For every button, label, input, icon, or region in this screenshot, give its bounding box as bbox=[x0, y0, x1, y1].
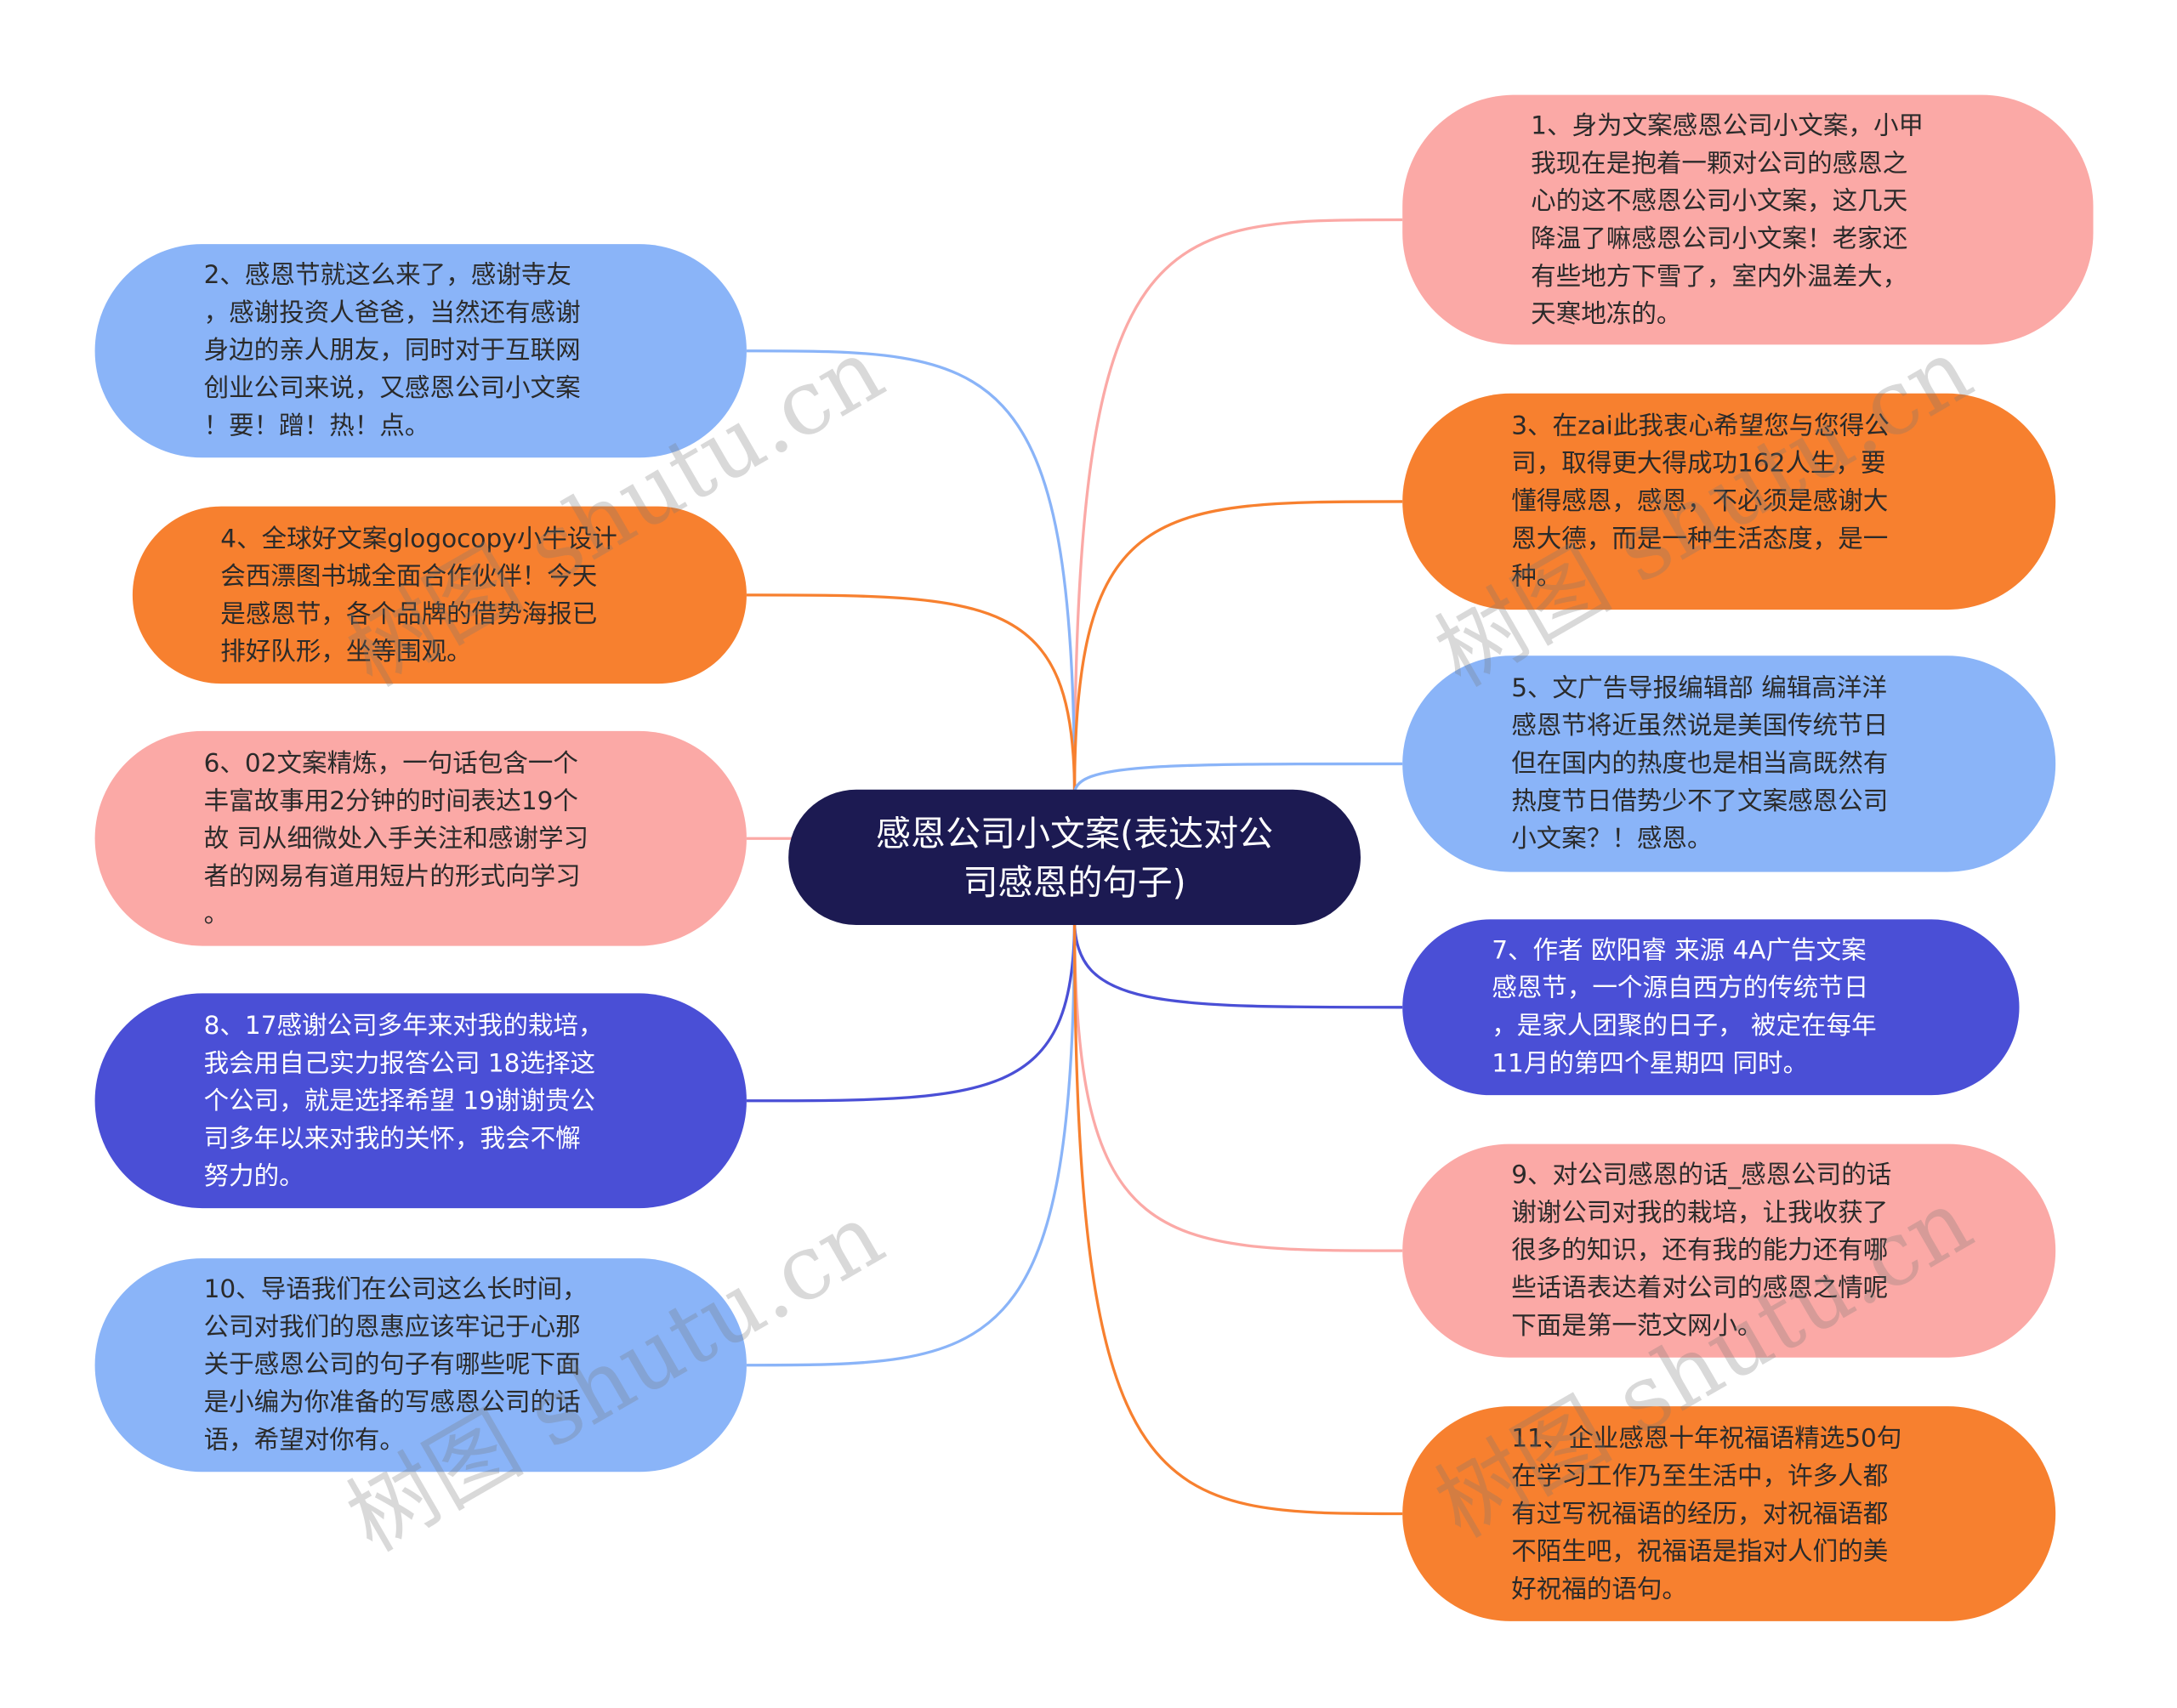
topic-node-8[interactable]: 8、17感谢公司多年来对我的栽培， 我会用自己实力报答公司 18选择这 个公司，… bbox=[94, 993, 747, 1209]
connector-n9 bbox=[1072, 919, 1403, 1252]
topic-text: 7、作者 欧阳睿 来源 4A广告文案 感恩节，一个源自西方的传统节日 ，是家人团… bbox=[1492, 936, 1877, 1079]
connector-n2 bbox=[746, 349, 1077, 794]
connector-n5 bbox=[1072, 762, 1403, 794]
central-topic-text: 感恩公司小文案(表达对公 司感恩的句子) bbox=[875, 812, 1274, 902]
topic-node-11[interactable]: 11、企业感恩十年祝福语精选50句 在学习工作乃至生活中，许多人都 有过写祝福语… bbox=[1402, 1406, 2056, 1621]
topic-node-2[interactable]: 2、感恩节就这么来了，感谢寺友 ，感谢投资人爸爸，当然还有感谢 身边的亲人朋友，… bbox=[94, 244, 747, 458]
connector-n3 bbox=[1072, 500, 1403, 794]
topic-text: 3、在zai此我衷心希望您与您得公 司，取得更大得成功162人生，要 懂得感恩，… bbox=[1511, 411, 1890, 592]
topic-node-10[interactable]: 10、导语我们在公司这么长时间， 公司对我们的恩惠应该牢记于心那 关于感恩公司的… bbox=[94, 1258, 747, 1473]
topic-text: 8、17感谢公司多年来对我的栽培， 我会用自己实力报答公司 18选择这 个公司，… bbox=[203, 1010, 604, 1191]
connector-n1 bbox=[1072, 218, 1403, 794]
topic-text: 4、全球好文案glogocopy小牛设计 会西漂图书城全面合作伙伴！今天 是感恩… bbox=[220, 524, 617, 667]
central-topic[interactable]: 感恩公司小文案(表达对公 司感恩的句子) bbox=[788, 789, 1361, 925]
topic-node-6[interactable]: 6、02文案精炼，一句话包含一个 丰富故事用2分钟的时间表达19个 故 司从细微… bbox=[94, 730, 747, 946]
topic-node-9[interactable]: 9、对公司感恩的话_感恩公司的话 谢谢公司对我的栽培，让我收获了 很多的知识，还… bbox=[1402, 1143, 2056, 1358]
topic-text: 10、导语我们在公司这么长时间， 公司对我们的恩惠应该牢记于心那 关于感恩公司的… bbox=[203, 1274, 588, 1455]
topic-text: 1、身为文案感恩公司小文案，小甲 我现在是抱着一颗对公司的感恩之 心的这不感恩公… bbox=[1531, 111, 1924, 329]
topic-node-7[interactable]: 7、作者 欧阳睿 来源 4A广告文案 感恩节，一个源自西方的传统节日 ，是家人团… bbox=[1402, 919, 2020, 1096]
topic-node-1[interactable]: 1、身为文案感恩公司小文案，小甲 我现在是抱着一颗对公司的感恩之 心的这不感恩公… bbox=[1402, 94, 2094, 345]
topic-text: 6、02文案精炼，一句话包含一个 丰富故事用2分钟的时间表达19个 故 司从细微… bbox=[203, 748, 589, 929]
topic-text: 11、企业感恩十年祝福语精选50句 在学习工作乃至生活中，许多人都 有过写祝福语… bbox=[1511, 1423, 1902, 1604]
topic-text: 9、对公司感恩的话_感恩公司的话 谢谢公司对我的栽培，让我收获了 很多的知识，还… bbox=[1511, 1160, 1892, 1342]
topic-text: 5、文广告导报编辑部 编辑高洋洋 感恩节将近虽然说是美国传统节日 但在国内的热度… bbox=[1511, 673, 1889, 854]
connector-n10 bbox=[746, 919, 1077, 1367]
topic-node-5[interactable]: 5、文广告导报编辑部 编辑高洋洋 感恩节将近虽然说是美国传统节日 但在国内的热度… bbox=[1402, 655, 2056, 872]
topic-node-4[interactable]: 4、全球好文案glogocopy小牛设计 会西漂图书城全面合作伙伴！今天 是感恩… bbox=[132, 506, 747, 684]
topic-node-3[interactable]: 3、在zai此我衷心希望您与您得公 司，取得更大得成功162人生，要 懂得感恩，… bbox=[1402, 393, 2056, 610]
connector-n11 bbox=[1072, 919, 1403, 1516]
connector-n4 bbox=[746, 593, 1077, 794]
connector-n8 bbox=[746, 919, 1077, 1103]
connector-n7 bbox=[1072, 919, 1403, 1009]
topic-text: 2、感恩节就这么来了，感谢寺友 ，感谢投资人爸爸，当然还有感谢 身边的亲人朋友，… bbox=[203, 260, 581, 441]
